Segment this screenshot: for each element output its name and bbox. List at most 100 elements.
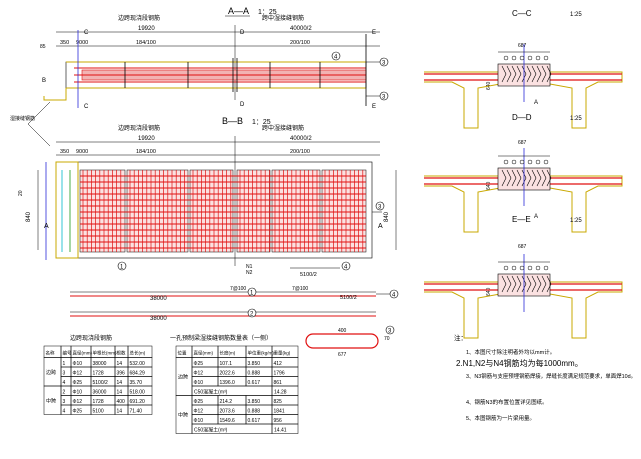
section-cc-title: C—C: [512, 9, 532, 18]
section-stirrup: [501, 65, 507, 83]
callout-hook-3: 3: [388, 329, 392, 335]
table-cell-text: 412: [274, 361, 283, 367]
bar-len-4: 5100/2: [340, 295, 357, 301]
table-cell: [271, 423, 299, 434]
callout-a-4: 4: [334, 55, 338, 61]
section-stirrup: [516, 169, 522, 187]
callout-a-3: 3: [382, 61, 386, 67]
table-cell-text: 14: [117, 409, 123, 415]
table-cell-text: 3.850: [248, 361, 261, 367]
table-cell-text: 107.1: [220, 361, 233, 367]
section-stirrup: [526, 275, 532, 293]
note-3a: 3、N3钢筋与支座预埋钢筋焊接，焊缝长度满足规范要求，单面焊10d。: [466, 372, 636, 380]
left-span-label-a: 边跨现浇段钢筋: [118, 14, 160, 22]
table-cell-text: 38000: [93, 361, 107, 367]
note-2: 2.N1,N2与N4钢筋均为每1000mm。: [456, 358, 583, 368]
section-stirrup: [506, 275, 512, 293]
table-cell-text: 71.40: [130, 409, 143, 415]
section-dd-view: D—D 1:25 687 640 A: [424, 113, 623, 233]
notes-heading: 注：: [454, 333, 467, 342]
callout-bar-1: 1: [250, 291, 254, 297]
table-cell-text: 214.2: [220, 399, 233, 405]
section-bar-mark: [511, 265, 517, 271]
hook-dim-2: 677: [338, 352, 347, 358]
table-cell-text: Φ12: [73, 371, 83, 377]
table-cell-text: C50混凝土(m³): [194, 427, 228, 434]
dim-a-85: 85: [40, 44, 46, 50]
hook-dim-3: 70: [384, 336, 390, 342]
section-outline: [424, 175, 623, 233]
dim-b-840-right: 840: [384, 211, 390, 222]
section-ee-title: E—E: [512, 215, 531, 224]
table-cell-text: 1796: [274, 371, 285, 377]
callout-b-4: 4: [344, 265, 348, 271]
table2: 一孔预制梁湿接缝钢筋数量表（一侧） 位置直径(mm)长度(m)单位重(kg/m)…: [170, 334, 299, 434]
cut-c-top: C: [84, 30, 89, 36]
section-ee-scale: 1:25: [570, 218, 582, 224]
table-cell-text: 1: [63, 361, 66, 367]
section-bar-mark: [543, 55, 549, 61]
section-stirrup: [526, 169, 532, 187]
section-ee-640: 640: [486, 287, 492, 296]
dim-a-total: 19920: [138, 26, 155, 32]
table-cell-text: Φ25: [73, 409, 83, 415]
section-outline: [424, 281, 623, 339]
section-stirrup: [521, 169, 527, 187]
table-cell-text: Φ25: [194, 399, 204, 405]
table-cell-text: 3.850: [248, 399, 261, 405]
section-stirrup: [506, 169, 512, 187]
section-stirrup: [531, 169, 537, 187]
table-cell-text: 2073.6: [220, 409, 236, 415]
section-bar-mark: [543, 159, 549, 165]
section-stirrup: [516, 275, 522, 293]
callout-a-3b: 3: [382, 95, 386, 101]
cut-b-a: B: [42, 78, 46, 84]
table-cell-text: Φ10: [194, 418, 204, 424]
table-header-text: 位置: [178, 350, 187, 357]
cut-c-bottom: C: [84, 104, 89, 110]
section-bb-view: B—B 1：25 边跨现浇段钢筋 跨中湿接缝钢筋 19920 350 9000 …: [18, 116, 397, 278]
section-bar-mark: [511, 159, 517, 165]
table-cell-text: 4: [63, 409, 66, 415]
hook-dim-1: 400: [338, 328, 347, 334]
section-stirrup: [536, 65, 542, 83]
dim-a-2: 40000/2: [290, 26, 312, 32]
table-cell-text: 396: [117, 371, 126, 377]
section-bar-mark: [503, 55, 509, 61]
table-header-text: 重量(kg): [274, 350, 291, 357]
table-cell-text: Φ10: [194, 380, 204, 386]
section-stirrup: [506, 65, 512, 83]
section-stirrup: [536, 169, 542, 187]
table-header-text: 直径(mm): [73, 350, 93, 356]
table-cell-text: 14: [117, 361, 123, 367]
bar-note-1: 7@100: [292, 286, 308, 292]
side-note: 湿接缝钢筋: [10, 101, 51, 147]
table-cell-text: 14.28: [274, 390, 287, 396]
table-header-text: 长度(m): [220, 350, 236, 357]
mesh-panel: [236, 169, 271, 253]
section-bar-mark: [543, 265, 549, 271]
cut-a-left: A: [44, 223, 49, 230]
table-cell-text: 861: [274, 380, 283, 386]
section-ee-dim: 687: [518, 244, 527, 250]
table-cell-text: Φ10: [73, 361, 83, 367]
dim-b-840: 840: [26, 211, 32, 222]
dim-b-n1: N1: [246, 264, 253, 270]
note-1: 1、本图尺寸除注明者外均以mm计。: [466, 348, 555, 356]
section-bar-mark: [535, 265, 541, 271]
table-cell-text: 2022.6: [220, 371, 236, 377]
table-header-text: 直径(mm): [194, 350, 214, 356]
section-bar-mark: [535, 55, 541, 61]
section-stirrup: [521, 65, 527, 83]
dim-b-total: 19920: [138, 136, 155, 142]
section-cc-dim: 687: [518, 43, 527, 49]
table-cell-text: 3: [63, 399, 66, 405]
table-cell-text: 532.00: [130, 361, 146, 367]
table-header-text: 名称: [46, 350, 55, 357]
table-cell-text: 35.70: [130, 380, 143, 386]
right-span-label-a: 跨中湿接缝钢筋: [262, 14, 304, 22]
table-group-name: 中跨: [46, 397, 56, 404]
section-stirrup: [541, 275, 547, 293]
